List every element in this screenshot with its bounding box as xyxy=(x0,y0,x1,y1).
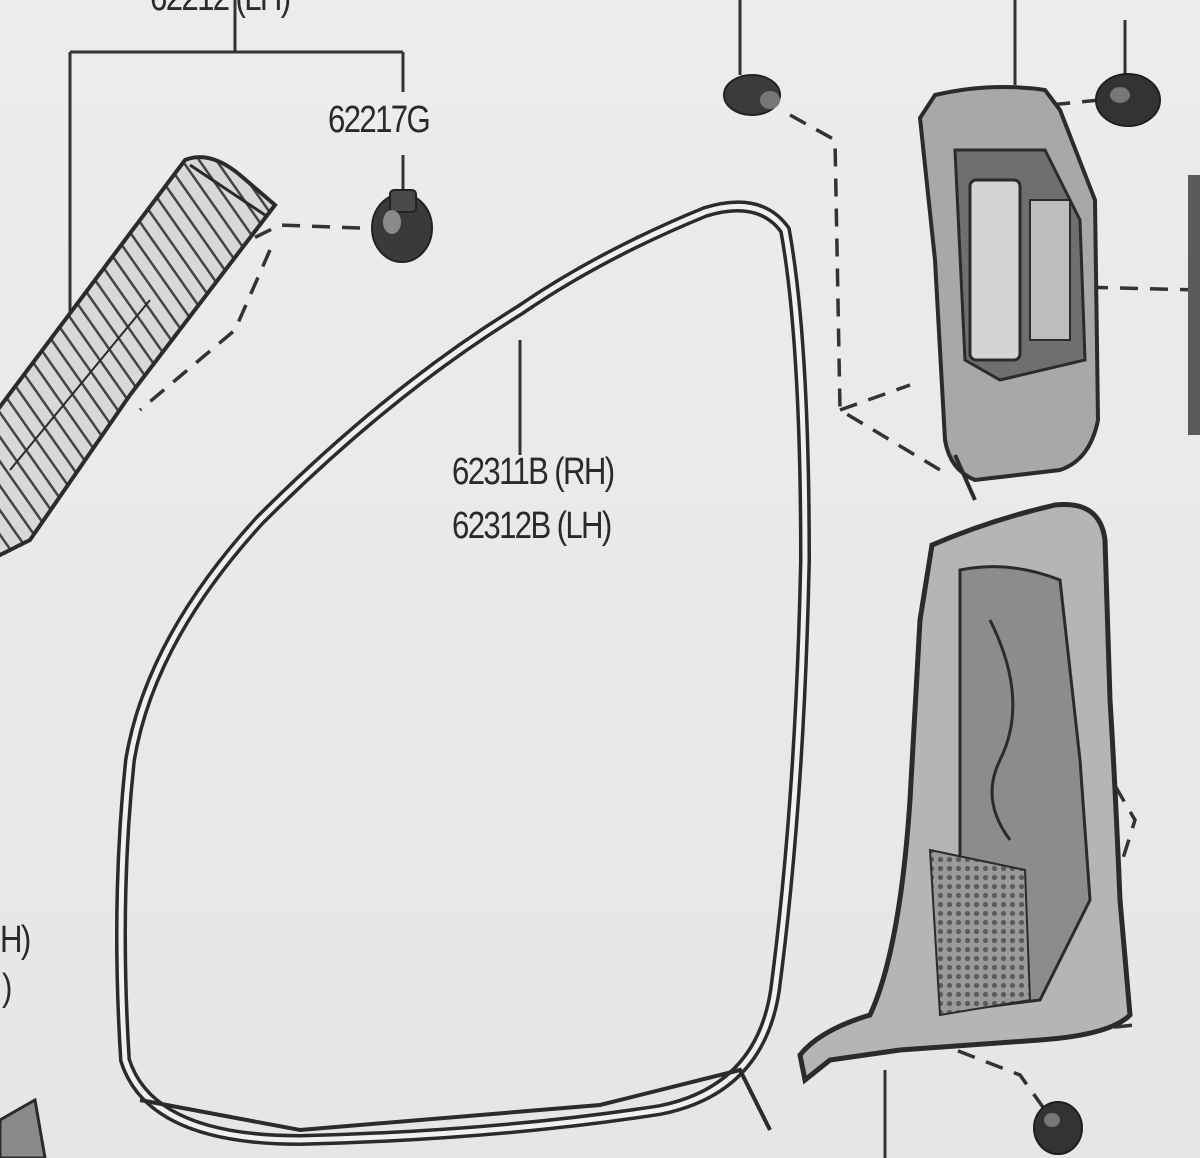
lower-b-pillar-garnish xyxy=(797,501,1133,1158)
label-62311b-rh: 62311B (RH) xyxy=(452,451,615,493)
right-edge-part xyxy=(1188,175,1200,435)
label-62217g: 62217G xyxy=(328,99,431,141)
clip-bottom-icon xyxy=(1033,1101,1083,1155)
label-left-edge-lh: ) xyxy=(2,967,12,1009)
a-pillar-garnish xyxy=(0,155,278,558)
clip-62217g-icon xyxy=(371,189,433,263)
label-62312b-lh: 62312B (LH) xyxy=(452,505,612,547)
upper-b-pillar-garnish xyxy=(917,0,1101,501)
door-weatherstrip xyxy=(115,200,812,1147)
label-left-edge-rh: H) xyxy=(0,919,31,961)
clip-top-right-icon xyxy=(1095,20,1161,127)
label-top-partial: 62212 (LH) xyxy=(150,0,291,20)
speaker-grille xyxy=(928,848,1032,1017)
clip-top-center-icon xyxy=(723,0,781,116)
top-leader-lines xyxy=(68,0,405,330)
bottom-left-part xyxy=(0,1097,47,1158)
